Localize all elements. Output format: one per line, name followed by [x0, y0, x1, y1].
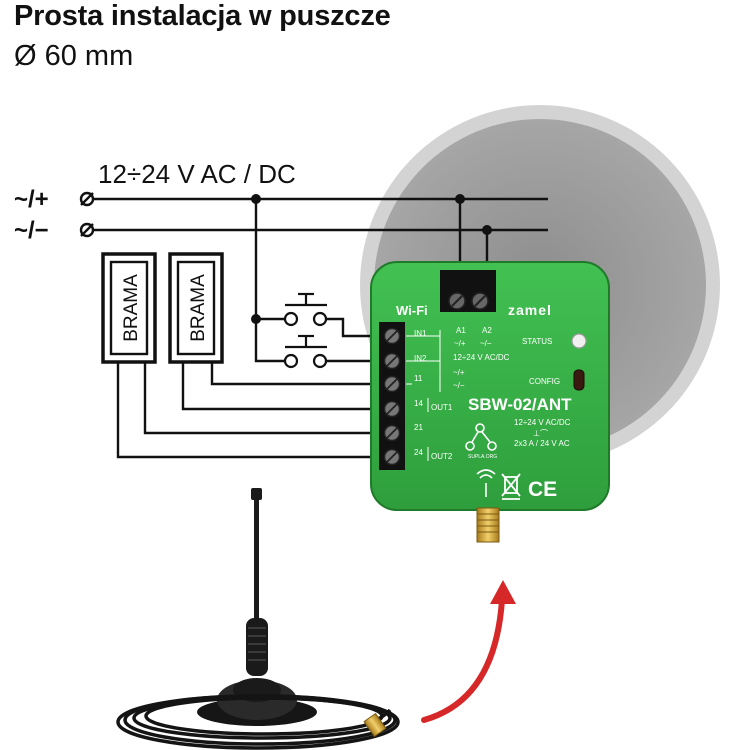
status-led — [571, 333, 587, 349]
side-terminal-block — [379, 322, 405, 470]
wire-out-24 — [116, 362, 388, 459]
supply-terminal-neg — [79, 222, 95, 238]
ce-mark-icon: CE — [528, 478, 557, 501]
red-arrow-icon — [421, 580, 516, 723]
page-title: Prosta instalacja w puszcze — [14, 0, 391, 32]
terminal-11-label: 11 — [414, 374, 423, 383]
supla-label: SUPLA.ORG — [468, 454, 497, 460]
status-label: STATUS — [522, 337, 552, 346]
junction-dot — [482, 225, 492, 235]
device-supply-neg-2: ~/− — [453, 381, 465, 390]
terminal-a2-label: A2 — [482, 326, 492, 335]
device-supply-rating: 12÷24 V AC/DC — [453, 353, 510, 362]
contact-rating: 2x3 A / 24 V AC — [514, 439, 570, 448]
supply-terminal-pos — [79, 191, 95, 207]
gate-label: BRAMA — [188, 274, 209, 342]
gate-box-1: BRAMA — [101, 252, 157, 364]
config-button[interactable] — [573, 369, 585, 391]
supla-icon — [465, 423, 497, 451]
supply-voltage-label: 12÷24 V AC / DC — [98, 159, 296, 189]
internal-schematic — [406, 330, 441, 392]
gate-box-2: BRAMA — [168, 252, 224, 364]
terminal-14-label: 14 — [414, 399, 423, 408]
out1-label: OUT1 — [431, 403, 453, 412]
sma-connector — [476, 507, 500, 543]
terminal-a1-label: A1 — [456, 326, 466, 335]
device-supply-pos: ~/+ — [454, 339, 466, 348]
wire-out-21 — [143, 362, 388, 435]
config-label: CONFIG — [529, 377, 560, 386]
wifi-label: Wi-Fi — [396, 303, 428, 318]
negative-terminal-label: ~/− — [14, 217, 49, 244]
wifi-signal-icon — [476, 469, 496, 497]
top-terminal-block — [440, 270, 496, 312]
terminal-21-label: 21 — [414, 423, 423, 432]
model-rating: 12÷24 V AC/DC — [514, 418, 571, 427]
out2-label: OUT2 — [431, 452, 453, 461]
gate-label: BRAMA — [121, 274, 142, 342]
svg-text:⊥⌒: ⊥⌒ — [533, 429, 548, 438]
terminal-in2-label: IN2 — [414, 354, 427, 363]
device-supply-pos-2: ~/+ — [453, 368, 465, 377]
wire-in1 — [326, 317, 388, 338]
wire-out-14 — [181, 362, 388, 411]
junction-dot — [251, 194, 261, 204]
terminal-in1-label: IN1 — [414, 329, 427, 338]
sbw-02-ant-module: Wi-Fi zamel IN1 IN2 11 14 21 24 OUT1 OUT… — [370, 261, 610, 511]
wire-button-common — [254, 199, 285, 363]
antenna-icon — [116, 488, 400, 750]
terminal-24-label: 24 — [414, 448, 423, 457]
push-button-1 — [283, 292, 328, 327]
push-button-2 — [283, 334, 328, 369]
device-supply-neg: ~/− — [480, 339, 492, 348]
model-label: SBW-02/ANT — [468, 395, 572, 414]
box-diameter: Ø 60 mm — [14, 40, 134, 72]
wire-out-11 — [210, 362, 388, 386]
brand-logo: zamel — [508, 302, 552, 318]
weee-bin-icon — [501, 473, 521, 500]
junction-dot — [455, 194, 465, 204]
positive-terminal-label: ~/+ — [14, 186, 49, 213]
